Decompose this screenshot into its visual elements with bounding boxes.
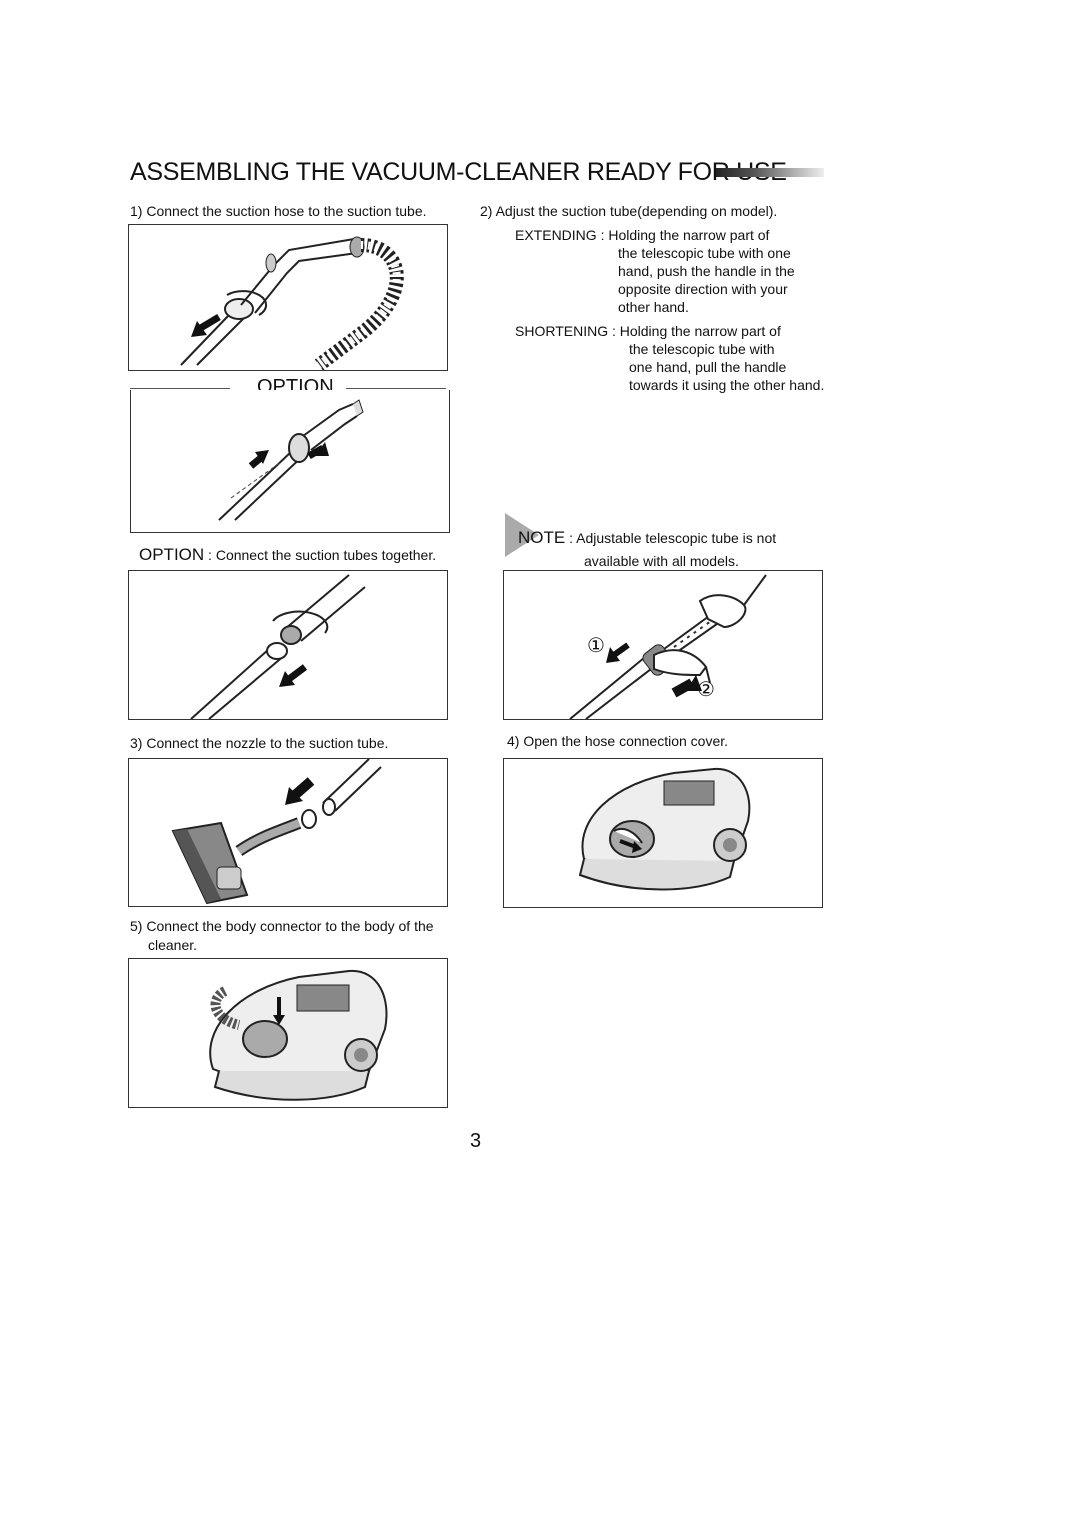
option-rule-right bbox=[346, 388, 446, 389]
shortening-label: SHORTENING : Holding the narrow part of bbox=[515, 323, 781, 339]
step4-caption: 4) Open the hose connection cover. bbox=[507, 733, 729, 749]
option-caption: OPTION : Connect the suction tubes toget… bbox=[139, 546, 436, 564]
step-marker-1: ① bbox=[587, 635, 605, 657]
extending-label: EXTENDING : Holding the narrow part of bbox=[515, 227, 770, 243]
nozzle-drawing bbox=[171, 759, 382, 905]
hose-cover-drawing bbox=[578, 767, 751, 891]
step3-caption: 3) Connect the nozzle to the suction tub… bbox=[130, 735, 389, 751]
illustration-hose-cover bbox=[503, 758, 823, 908]
title-decoration-bar bbox=[716, 168, 824, 177]
hose-to-tube-drawing bbox=[180, 236, 404, 370]
illustration-tubes-together bbox=[128, 570, 448, 720]
illustration-nozzle bbox=[128, 758, 448, 907]
body-connector-drawing bbox=[209, 969, 388, 1101]
page-title: ASSEMBLING THE VACUUM-CLEANER READY FOR … bbox=[130, 158, 787, 186]
step-marker-2: ② bbox=[697, 679, 715, 701]
note-marker-icon bbox=[505, 513, 539, 557]
step5-caption-line2: cleaner. bbox=[148, 937, 198, 953]
option-caption-prefix: OPTION bbox=[139, 545, 205, 564]
shortening-line-2: one hand, pull the handle bbox=[629, 359, 787, 375]
extending-line-4: other hand. bbox=[618, 299, 689, 315]
step1-caption: 1) Connect the suction hose to the sucti… bbox=[130, 203, 427, 219]
shortening-line-3: towards it using the other hand. bbox=[629, 377, 825, 393]
illustration-telescopic-option bbox=[130, 390, 450, 533]
option-caption-text: : Connect the suction tubes together. bbox=[204, 547, 437, 563]
step2-caption: 2) Adjust the suction tube(depending on … bbox=[480, 203, 778, 219]
telescopic-adjust-drawing bbox=[569, 574, 767, 719]
extending-line-2: hand, push the handle in the bbox=[618, 263, 795, 279]
shortening-line-1: the telescopic tube with bbox=[629, 341, 775, 357]
tubes-together-drawing bbox=[190, 574, 366, 719]
illustration-hose-to-tube bbox=[128, 224, 448, 371]
illustration-body-connector bbox=[128, 958, 448, 1108]
option-rule-left bbox=[130, 388, 230, 389]
illustration-telescopic-adjust bbox=[503, 570, 823, 720]
note-text: : Adjustable telescopic tube is not bbox=[565, 530, 777, 546]
page-number: 3 bbox=[470, 1130, 482, 1152]
telescopic-option-drawing bbox=[218, 399, 364, 521]
extending-line-1: the telescopic tube with one bbox=[618, 245, 791, 261]
step5-caption-line1: 5) Connect the body connector to the bod… bbox=[130, 918, 434, 934]
note-prefix: NOTE bbox=[518, 528, 566, 547]
extending-line-3: opposite direction with your bbox=[618, 281, 788, 297]
note-line2: available with all models. bbox=[584, 553, 739, 569]
note-caption: NOTE : Adjustable telescopic tube is not bbox=[518, 529, 776, 547]
